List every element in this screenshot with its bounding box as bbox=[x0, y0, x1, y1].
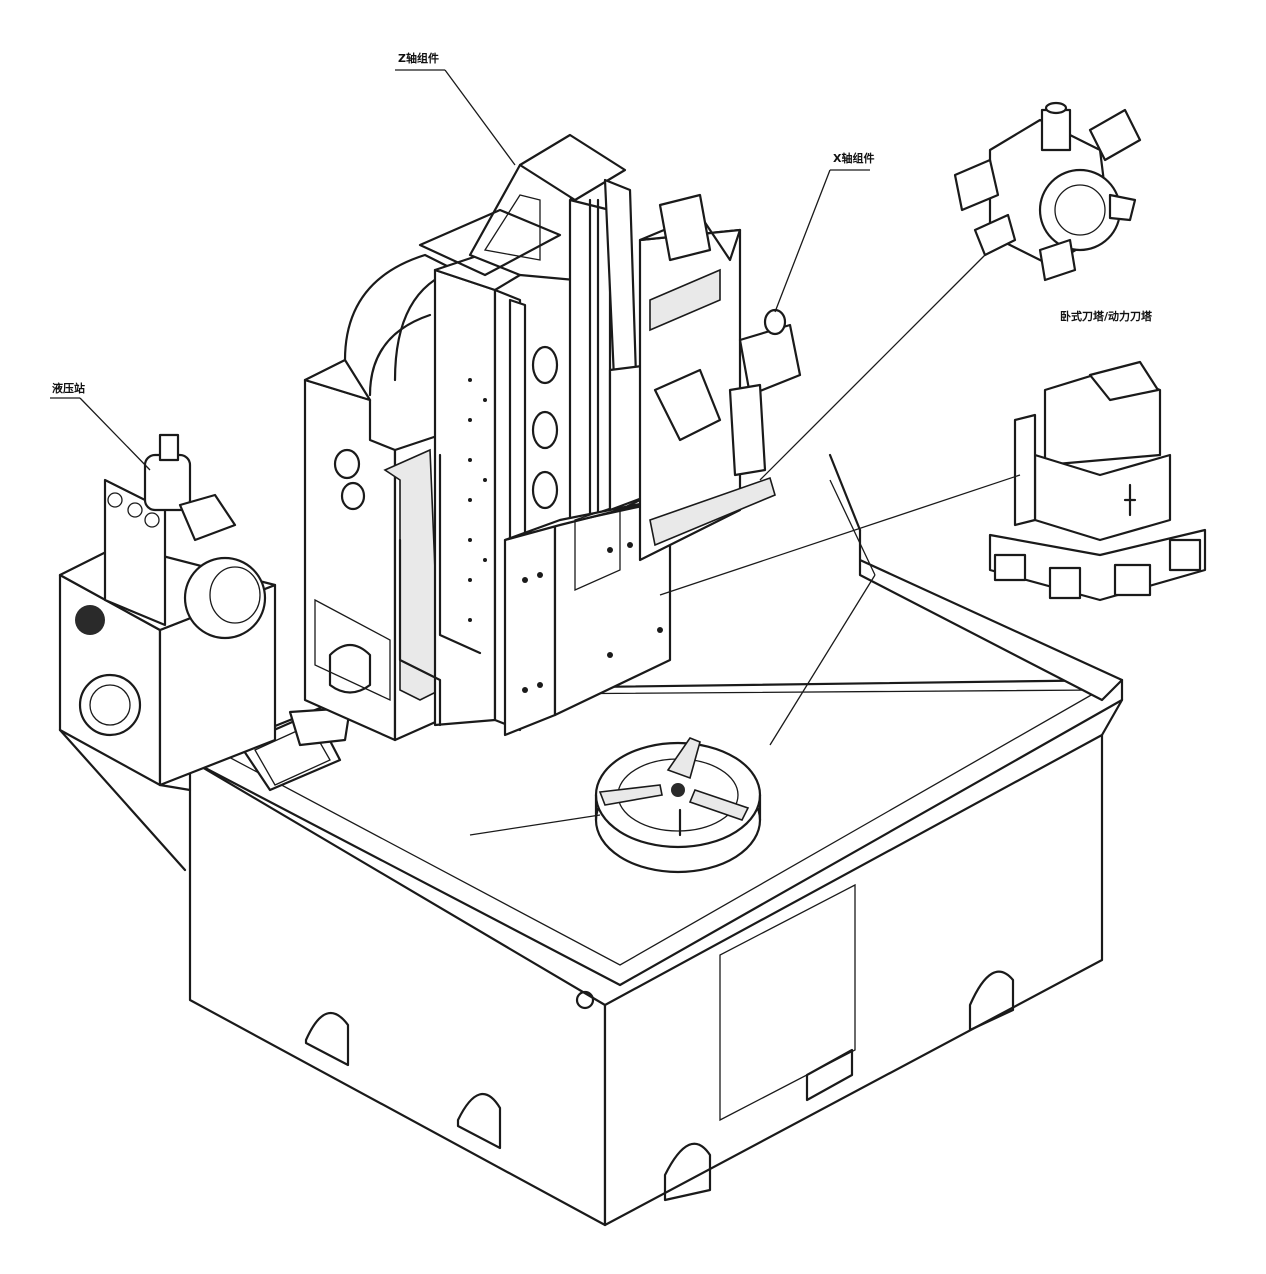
hydraulic-station bbox=[58, 433, 277, 872]
label-turret: 卧式刀塔/动力刀塔 bbox=[1060, 309, 1153, 323]
column-housing bbox=[303, 253, 457, 742]
leader-lines bbox=[50, 69, 1021, 836]
x-axis-assembly bbox=[638, 193, 802, 562]
spindle-head-detail bbox=[988, 360, 1207, 602]
label-x-axis: X轴组件 bbox=[833, 151, 874, 165]
turret-detail bbox=[953, 101, 1142, 282]
z-axis-column bbox=[398, 133, 672, 737]
rotary-chuck bbox=[594, 737, 762, 874]
label-z-axis: Z轴组件 bbox=[398, 51, 439, 65]
label-hydraulic: 液压站 bbox=[52, 381, 85, 395]
